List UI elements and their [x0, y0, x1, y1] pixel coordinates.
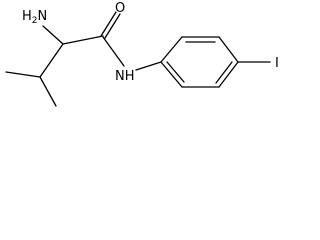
bond-cbeta-methyl-down	[39, 76, 57, 107]
structure-diagram: H2N O NH I	[5, 1, 279, 107]
ring-inner-double-left	[166, 61, 185, 83]
ring-bond-3	[218, 36, 239, 63]
ring-bond-6	[160, 61, 183, 88]
ring-bond-4	[218, 61, 239, 88]
bond-calpha-cbeta	[39, 43, 64, 78]
iodine-label: I	[275, 56, 279, 71]
bond-cbeta-methyl-left	[5, 71, 41, 78]
amide-nitrogen-label: NH	[115, 69, 135, 84]
ring-inner-double-right	[215, 61, 233, 84]
ring-bond-1	[160, 36, 183, 63]
bond-co-double-a	[100, 11, 117, 37]
bond-ccarbonyl-n	[102, 36, 125, 67]
bond-n-ring	[135, 61, 162, 71]
bond-nh2-calpha	[42, 25, 64, 45]
bond-co-double-b	[104, 13, 121, 39]
bond-calpha-ccarbonyl	[62, 35, 104, 45]
amine-label: H2N	[22, 9, 47, 26]
carbonyl-oxygen-label: O	[115, 1, 125, 16]
